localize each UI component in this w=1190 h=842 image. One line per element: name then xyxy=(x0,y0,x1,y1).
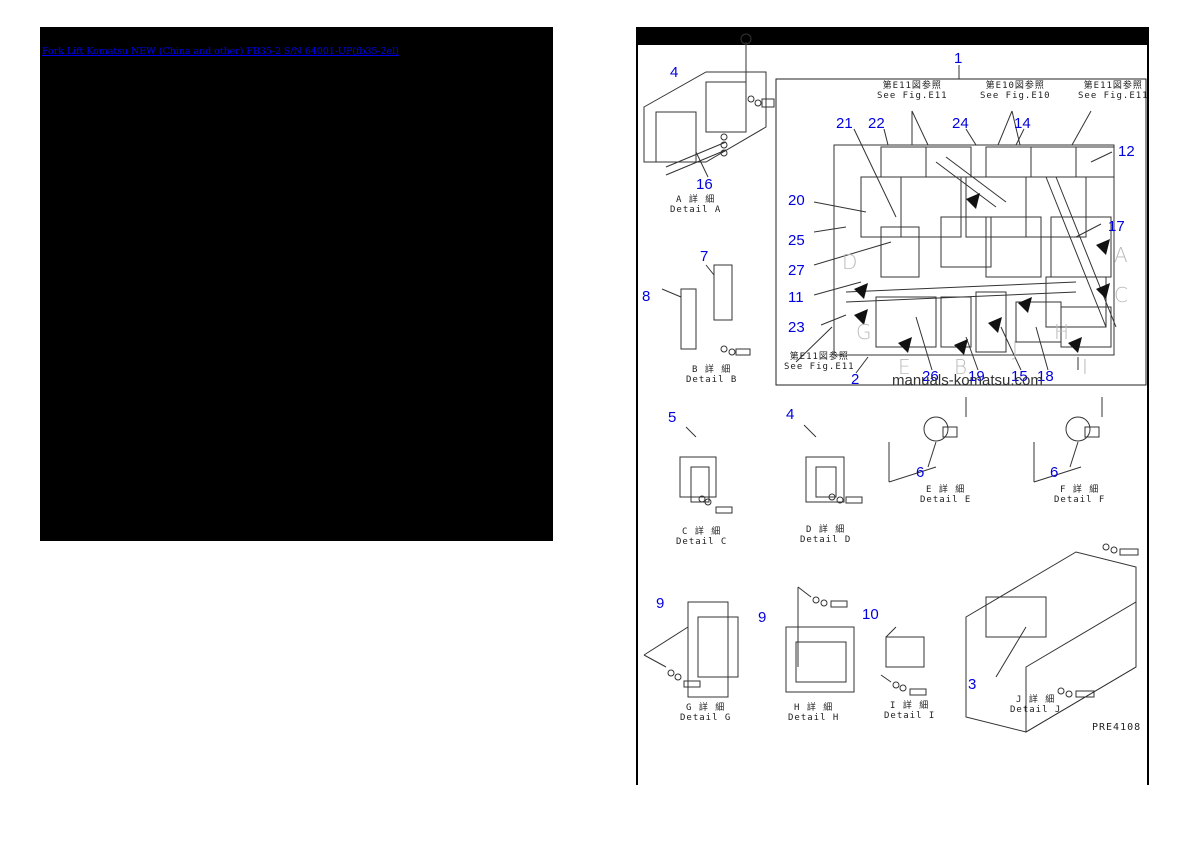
diagram-header-bar xyxy=(636,27,1149,45)
caption-en: Detail E xyxy=(920,495,972,506)
detail-c-caption: C 詳 細 Detail C xyxy=(676,527,727,548)
caption-en: Detail G xyxy=(680,713,732,724)
caption-en: Detail I xyxy=(884,711,936,722)
left-panel: Fork Lift Komatsu NEW (China and other) … xyxy=(40,27,553,541)
caption-en: Detail H xyxy=(788,713,840,724)
detail-d-caption: D 詳 細 Detail D xyxy=(800,525,851,546)
callout-20: 20 xyxy=(788,192,805,209)
callout-17: 17 xyxy=(1108,218,1125,235)
detail-f-caption: F 詳 細 Detail F xyxy=(1054,485,1105,506)
caption-jp: A 詳 細 xyxy=(676,195,716,205)
see-fig-en: See Fig.E10 xyxy=(980,91,1051,102)
callout-19: 19 xyxy=(968,368,985,385)
detail-letter-e: E xyxy=(898,355,911,379)
detail-i-caption: I 詳 細 Detail I xyxy=(884,701,935,722)
caption-jp: J 詳 細 xyxy=(1016,695,1056,705)
callout-6-detail-f: 6 xyxy=(1050,464,1059,481)
caption-en: Detail J xyxy=(1010,705,1062,716)
detail-letter-c: C xyxy=(1114,283,1128,307)
see-fig-label: 第E11図参照 See Fig.E11 xyxy=(877,81,948,102)
callout-2: 2 xyxy=(851,371,860,388)
see-fig-en: See Fig.E11 xyxy=(1078,91,1149,102)
detail-e-caption: E 詳 細 Detail E xyxy=(920,485,971,506)
diagram-line-art xyxy=(643,33,1147,733)
callout-15: 15 xyxy=(1011,368,1028,385)
see-fig-en: See Fig.E11 xyxy=(877,91,948,102)
see-fig-jp: 第E11図参照 xyxy=(882,81,942,91)
caption-jp: F 詳 細 xyxy=(1060,485,1100,495)
callout-18: 18 xyxy=(1037,368,1054,385)
caption-jp: E 詳 細 xyxy=(926,485,966,495)
detail-b-caption: B 詳 細 Detail B xyxy=(686,365,737,386)
detail-letter-g: G xyxy=(856,320,872,344)
detail-letter-j: J xyxy=(1012,337,1018,361)
detail-j-caption: J 詳 細 Detail J xyxy=(1010,695,1061,716)
detail-letter-d: D xyxy=(842,250,858,274)
callout-12: 12 xyxy=(1118,143,1135,160)
breadcrumb-link[interactable]: Fork Lift Komatsu NEW (China and other) … xyxy=(42,46,399,57)
see-fig-label: 第E11図参照 See Fig.E11 xyxy=(1078,81,1149,102)
callout-24: 24 xyxy=(952,115,969,132)
detail-a-caption: A 詳 細 Detail A xyxy=(670,195,721,216)
see-fig-en: See Fig.E11 xyxy=(784,362,855,373)
diagram-border-right xyxy=(1147,45,1149,785)
detail-letter-i: I xyxy=(1082,355,1088,379)
callout-7: 7 xyxy=(700,248,709,265)
see-fig-jp: 第E11図参照 xyxy=(1083,81,1143,91)
watermark: manuals-komatsu.com xyxy=(892,372,1043,389)
callout-11: 11 xyxy=(788,289,804,306)
drawing-code: PRE4108 xyxy=(1092,722,1142,733)
callout-21: 21 xyxy=(836,115,853,132)
see-fig-jp: 第E10図参照 xyxy=(985,81,1045,91)
callout-25: 25 xyxy=(788,232,805,249)
callout-22: 22 xyxy=(868,115,885,132)
caption-en: Detail C xyxy=(676,537,728,548)
callout-27: 27 xyxy=(788,262,805,279)
detail-g-caption: G 詳 細 Detail G xyxy=(680,703,731,724)
callout-23: 23 xyxy=(788,319,805,336)
detail-h-caption: H 詳 細 Detail H xyxy=(788,703,839,724)
callout-4-detail-d: 4 xyxy=(786,406,795,423)
caption-en: Detail D xyxy=(800,535,852,546)
detail-letter-a: A xyxy=(1114,243,1128,267)
callout-3: 3 xyxy=(968,676,977,693)
parts-diagram: 1 第E11図参照 See Fig.E11 第E10図参照 See Fig.E1… xyxy=(636,27,1149,785)
callout-26: 26 xyxy=(922,368,939,385)
detail-letter-h: H xyxy=(1054,320,1070,344)
caption-en: Detail B xyxy=(686,375,738,386)
caption-jp: C 詳 細 xyxy=(682,527,722,537)
see-fig-label: 第E11図参照 See Fig.E11 xyxy=(784,352,855,373)
caption-en: Detail A xyxy=(670,205,722,216)
caption-jp: D 詳 細 xyxy=(806,525,846,535)
see-fig-label: 第E10図参照 See Fig.E10 xyxy=(980,81,1051,102)
detail-letter-b: B xyxy=(954,355,968,379)
callout-4: 4 xyxy=(670,64,679,81)
diagram-border-left xyxy=(636,45,638,785)
caption-en: Detail F xyxy=(1054,495,1106,506)
callout-14: 14 xyxy=(1014,115,1031,132)
see-fig-jp: 第E11図参照 xyxy=(789,352,849,362)
callout-1: 1 xyxy=(954,50,963,67)
caption-jp: H 詳 細 xyxy=(794,703,834,713)
callout-8: 8 xyxy=(642,288,651,305)
callout-10: 10 xyxy=(862,606,879,623)
callout-9-detail-g: 9 xyxy=(656,595,665,612)
callout-16: 16 xyxy=(696,176,713,193)
callout-6-detail-e: 6 xyxy=(916,464,925,481)
caption-jp: G 詳 細 xyxy=(686,703,726,713)
caption-jp: I 詳 細 xyxy=(890,701,930,711)
callout-5: 5 xyxy=(668,409,677,426)
callout-9-detail-h: 9 xyxy=(758,609,767,626)
caption-jp: B 詳 細 xyxy=(692,365,732,375)
